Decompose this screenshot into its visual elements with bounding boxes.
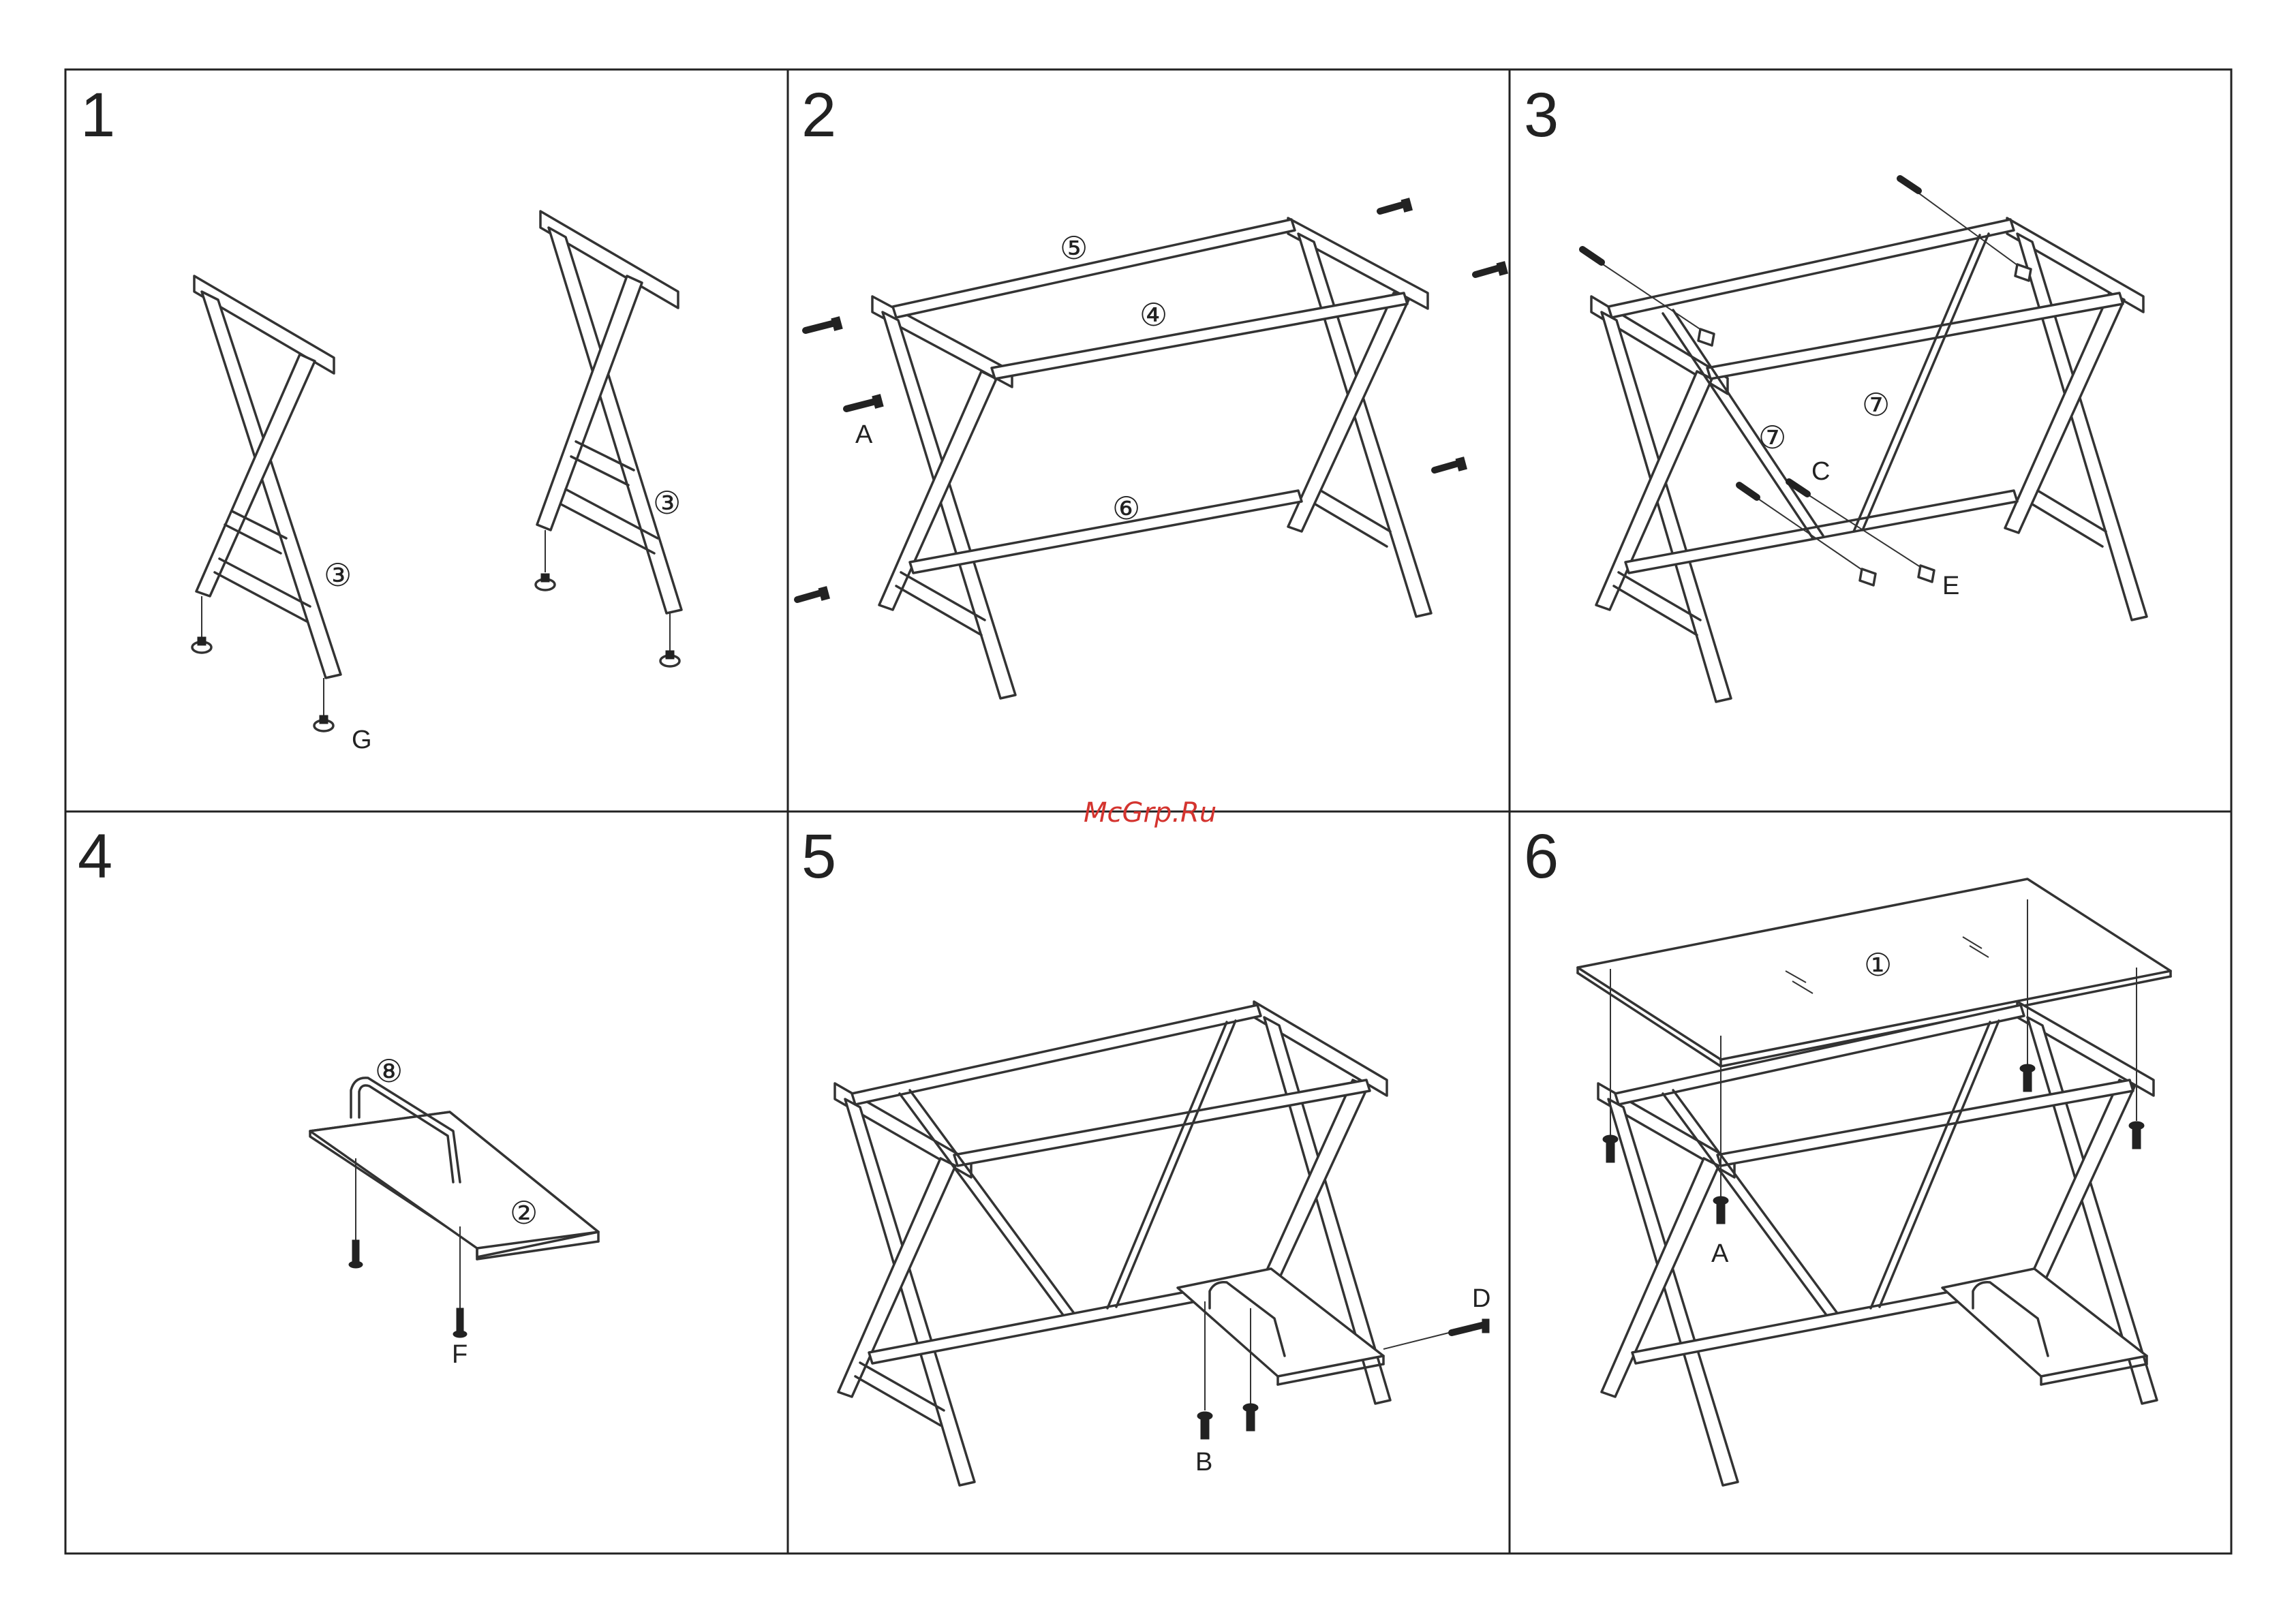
label-screw-b: B	[1195, 1448, 1212, 1477]
label-bolt-a: A	[855, 420, 873, 449]
callout-leg-b: ③	[653, 484, 681, 521]
step-4-number: 4	[78, 822, 112, 891]
step-2-number: 2	[801, 80, 836, 150]
label-bolt-a: A	[1711, 1239, 1729, 1268]
step-6-number: 6	[1524, 822, 1559, 891]
step-5-number: 5	[801, 822, 836, 891]
callout-rail-4: ④	[1139, 296, 1167, 333]
panel-1-legs: ③ ③ G	[192, 211, 682, 754]
panel-2-frame: ⑤ ④ ⑥ A	[797, 198, 1507, 698]
panel-4-shelf: ⑧ ② F	[310, 1053, 598, 1369]
label-foot-g: G	[352, 726, 372, 754]
callout-handle: ⑧	[375, 1053, 403, 1089]
step-3-number: 3	[1524, 80, 1559, 150]
rail-6	[910, 491, 1302, 573]
callout-shelf: ②	[510, 1194, 538, 1231]
step-1-number: 1	[80, 80, 115, 150]
leg-left	[192, 276, 341, 731]
leg-right	[536, 211, 682, 666]
label-c: C	[1811, 457, 1830, 486]
label-bolt-d: D	[1472, 1284, 1490, 1313]
panel-5-frame-shelf: B D	[835, 1002, 1490, 1485]
callout-rail-6: ⑥	[1112, 490, 1140, 527]
callout-brace-b: ⑦	[1862, 386, 1890, 423]
panel-3-braces: ⑦ ⑦ C E	[1582, 179, 2147, 702]
panel-6-glass-top: ① A	[1578, 879, 2171, 1485]
callout-leg-a: ③	[324, 557, 352, 593]
callout-brace-a: ⑦	[1758, 419, 1786, 456]
callout-glass: ①	[1864, 946, 1892, 983]
callout-rail-5: ⑤	[1060, 230, 1088, 266]
watermark: McGrp.Ru	[1084, 797, 1216, 829]
label-e: E	[1942, 572, 1959, 600]
rail-5	[893, 219, 1295, 318]
label-screw-f: F	[452, 1340, 468, 1369]
